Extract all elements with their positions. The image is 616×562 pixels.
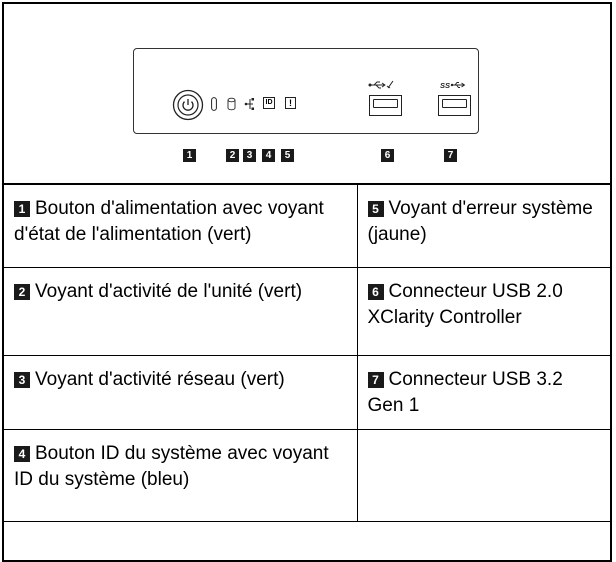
callout-6: 6 [381,149,394,162]
callout-4: 4 [262,149,275,162]
power-led-icon [211,97,217,111]
network-activity-icon [244,98,254,110]
callout-7: 7 [444,149,457,162]
legend-cell: 2 Voyant d'activité de l'unité (vert) [4,267,358,356]
legend-text: Connecteur USB 3.2 Gen 1 [367,369,563,416]
power-button-icon [172,89,204,121]
system-error-led-icon: ! [285,97,296,109]
usb3-symbol-icon: SS [440,81,466,90]
error-mark: ! [289,98,292,108]
legend-text: Voyant d'erreur système (jaune) [367,198,593,245]
legend-cell: 3 Voyant d'activité réseau (vert) [4,355,358,430]
usb3-port [442,99,467,108]
svg-text:SS: SS [440,81,450,90]
legend-number: 5 [367,201,384,217]
legend-number: 7 [367,372,384,388]
id-label: ID [265,99,273,106]
front-panel-diagram: ID ! SS [4,4,610,185]
drive-activity-icon [227,97,236,111]
legend-number: 3 [14,372,30,388]
legend-text: Bouton ID du système avec voyant ID du s… [14,443,329,490]
legend-number: 6 [367,284,384,300]
legend-number: 4 [14,446,30,462]
usb2-symbol-icon [368,80,394,89]
usb2-connector [369,95,402,116]
callout-2: 2 [226,149,239,162]
front-panel: ID ! SS [133,48,479,134]
legend-text: Connecteur USB 2.0 XClarity Controller [367,281,563,328]
usb3-connector [438,95,471,116]
callout-1: 1 [183,149,196,162]
legend-number: 1 [14,201,30,217]
callout-5: 5 [281,149,294,162]
legend-text: Voyant d'activité de l'unité (vert) [35,281,303,302]
legend-text: Bouton d'alimentation avec voyant d'état… [14,198,324,245]
system-id-button-icon: ID [263,97,275,109]
legend-text: Voyant d'activité réseau (vert) [35,369,285,390]
legend-number: 2 [14,284,30,300]
callout-3: 3 [243,149,256,162]
usb2-port [373,99,398,108]
legend-cell-empty [356,429,610,522]
